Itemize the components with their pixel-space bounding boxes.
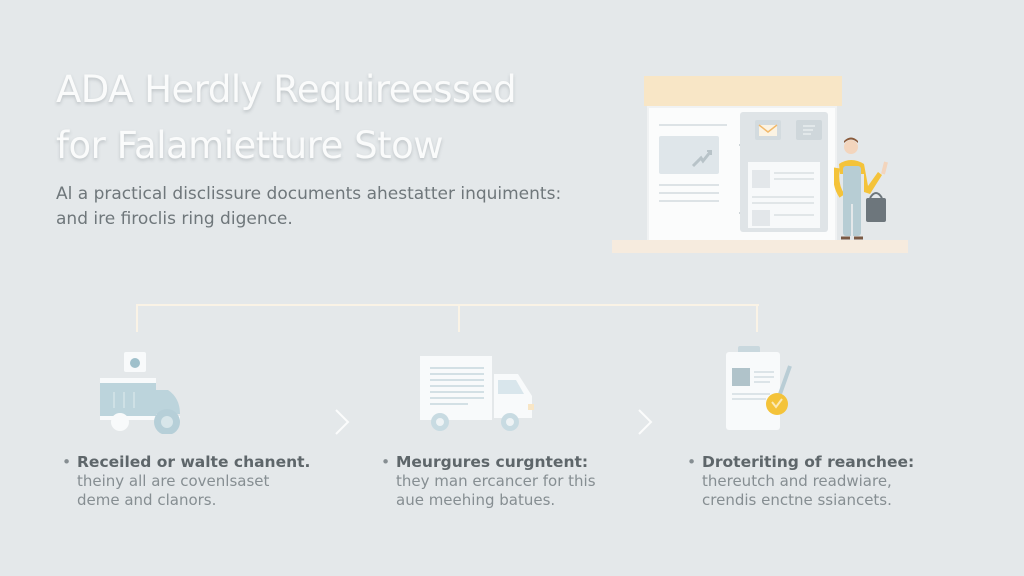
board-text-line <box>659 184 719 186</box>
step-body-line: deme and clanors. <box>77 491 217 509</box>
person-icon <box>834 137 888 240</box>
step-body-line: crendis enctne ssiancets. <box>702 491 892 509</box>
hero-title-line-1: ADA Herdly Requireessed <box>56 68 517 111</box>
step-heading: Meurgures curgntent: <box>381 452 641 472</box>
flow-connector-horizontal <box>137 304 759 306</box>
board-text-line <box>659 124 727 126</box>
flow-step-3: Droteriting of reanchee: thereutch and r… <box>687 452 947 510</box>
hero-title: ADA Herdly Requireessed for Falamietture… <box>56 62 517 174</box>
hero-subtitle: Al a practical disclissure documents ahe… <box>56 182 576 232</box>
flow-step-1: Receiled or walte chanent. theiny all ar… <box>62 452 322 510</box>
awning <box>644 76 842 106</box>
step-body-line: they man ercancer for this <box>396 472 596 490</box>
step-body-line: thereutch and readwiare, <box>702 472 892 490</box>
step-body-line: aue meehing batues. <box>396 491 556 509</box>
hero-title-line-2: for Falamietture Stow <box>56 124 444 167</box>
board-text-line <box>659 192 719 194</box>
clipboard-badge-icon <box>726 346 792 430</box>
step-body-line: theiny all are covenlsaset <box>77 472 270 490</box>
storefront-illustration <box>612 74 912 256</box>
step-heading: Droteriting of reanchee: <box>687 452 947 472</box>
floor-strip <box>612 240 908 253</box>
document-icon <box>748 162 820 228</box>
flow-connector-2 <box>458 304 460 332</box>
document-truck-icon <box>420 356 534 431</box>
board-text-line <box>659 200 719 202</box>
flow-step-2: Meurgures curgntent: they man ercancer f… <box>381 452 641 510</box>
flow-connector-3 <box>756 304 758 332</box>
hero-subtitle-line-1: Al a practical disclissure documents ahe… <box>56 184 562 204</box>
envelope-icon <box>755 120 781 140</box>
chevron-right-icon <box>638 409 653 435</box>
chart-up-icon <box>659 136 719 174</box>
delivery-truck-icon <box>100 352 180 434</box>
step-heading: Receiled or walte chanent. <box>62 452 322 472</box>
hero-subtitle-line-2: and ire firoclis ring digence. <box>56 209 293 229</box>
flow-connector-1 <box>136 304 138 332</box>
chevron-right-icon <box>335 409 350 435</box>
checklist-icon <box>796 120 822 140</box>
